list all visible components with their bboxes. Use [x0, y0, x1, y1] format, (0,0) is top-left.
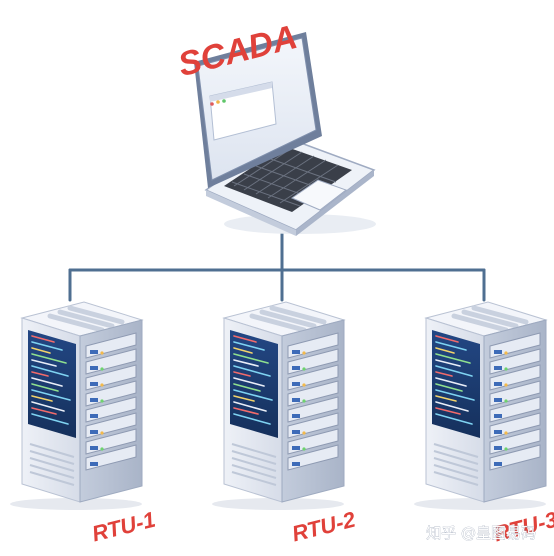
connector-lines: [68, 230, 486, 302]
server-rack-icon: [10, 302, 142, 510]
server-rack-icon: [212, 302, 344, 510]
rtu-2-label: RTU-2: [289, 506, 358, 546]
rtu-1-label: RTU-1: [89, 507, 158, 547]
laptop-icon: [194, 32, 376, 236]
server-rack-rtu-2: [212, 302, 344, 510]
server-rack-icon: [414, 302, 546, 510]
server-rack-rtu-1: [10, 302, 142, 510]
server-rack-rtu-3: [414, 302, 546, 510]
watermark: 知乎 @皇图易码: [426, 524, 536, 542]
